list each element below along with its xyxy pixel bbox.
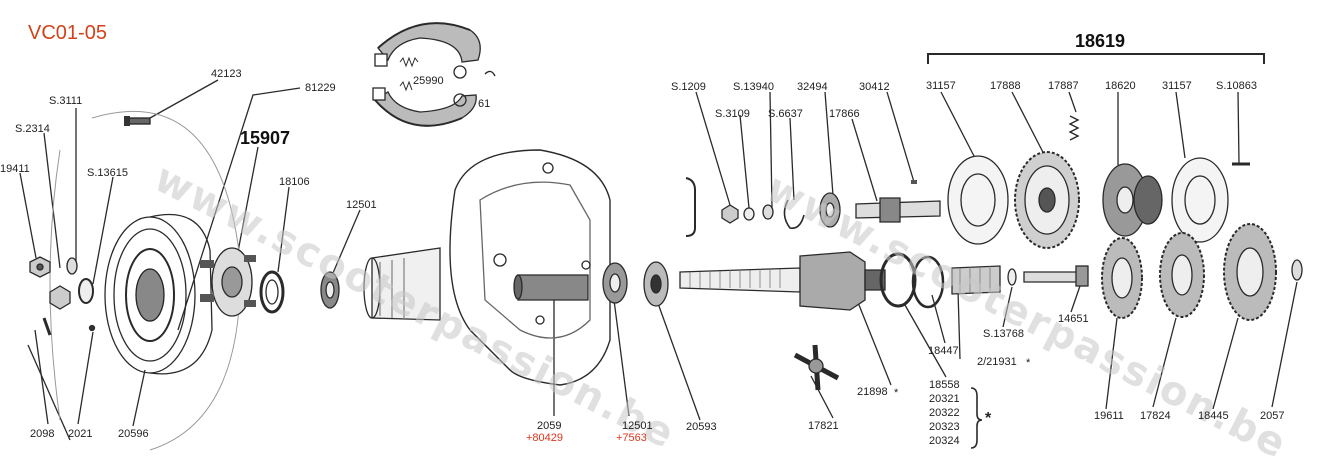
part-label-31157-right: 31157 [1162, 80, 1192, 92]
part-label-14651: 14651 [1058, 313, 1089, 325]
parts-drawing [19, 22, 1303, 451]
part-label-s13940: S.13940 [733, 81, 774, 93]
part-label-20324: 20324 [929, 435, 960, 447]
part-label-17821: 17821 [808, 420, 839, 432]
part-label-s3111: S.3111 [49, 95, 83, 107]
part-label-18558: 18558 [929, 379, 960, 391]
part-label-17888: 17888 [990, 80, 1021, 92]
part-label-61: 61 [478, 98, 491, 110]
part-label-7563: +7563 [616, 432, 647, 444]
part-label-2059: 2059 [537, 420, 562, 432]
part-label-star: * [894, 387, 899, 399]
reference-code: VC01-05 [28, 22, 107, 44]
part-label-star: * [985, 410, 992, 427]
part-label-20323: 20323 [929, 421, 960, 433]
part-label-17824: 17824 [1140, 410, 1171, 422]
part-label-s3109: S.3109 [715, 108, 750, 120]
part-label-31157-left: 31157 [926, 80, 956, 92]
assembly-label: 15907 [240, 128, 291, 148]
part-label-s13615: S.13615 [87, 167, 128, 179]
part-label-80429: +80429 [526, 432, 564, 444]
part-label-s10863: S.10863 [1216, 80, 1257, 92]
part-label-s13768: S.13768 [983, 328, 1024, 340]
part-label-2-21931: 2/21931 [977, 356, 1017, 368]
part-label-25990: 25990 [413, 75, 444, 87]
part-label-19411: 19411 [0, 163, 30, 175]
part-label-2098: 2098 [30, 428, 55, 440]
part-label-18106: 18106 [279, 176, 310, 188]
part-label-20596: 20596 [118, 428, 149, 440]
part-label-s2314: S.2314 [15, 123, 50, 135]
exploded-parts-diagram: VC01-05 18619 15907 www.scooterpassion.b… [0, 22, 1303, 468]
part-label-s6637: S.6637 [768, 108, 803, 120]
part-label-21898: 21898 [857, 386, 888, 398]
part-label-s1209: S.1209 [671, 81, 706, 93]
part-label-18445: 18445 [1198, 410, 1229, 422]
part-label-17866: 17866 [829, 108, 860, 120]
part-label-17887: 17887 [1048, 80, 1079, 92]
part-label-20593: 20593 [686, 421, 717, 433]
group-label: 18619 [1075, 31, 1126, 51]
part-label-18620: 18620 [1105, 80, 1136, 92]
part-label-20322: 20322 [929, 407, 960, 419]
part-label-star: * [1026, 357, 1031, 369]
part-label-12501-left: 12501 [346, 199, 377, 211]
part-label-42123: 42123 [211, 68, 242, 80]
part-label-2021: 2021 [68, 428, 93, 440]
part-label-32494: 32494 [797, 81, 828, 93]
part-label-18447: 18447 [928, 345, 959, 357]
part-label-30412: 30412 [859, 81, 890, 93]
part-label-81229: 81229 [305, 82, 336, 94]
part-label-20321: 20321 [929, 393, 960, 405]
part-label-19611: 19611 [1094, 410, 1124, 422]
part-label-2057: 2057 [1260, 410, 1285, 422]
part-label-12501-right: 12501 [622, 420, 653, 432]
